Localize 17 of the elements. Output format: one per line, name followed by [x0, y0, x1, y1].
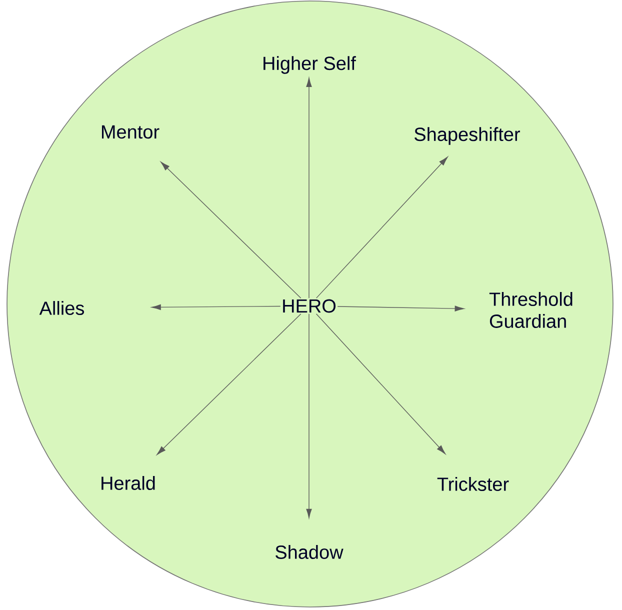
arrow — [160, 162, 302, 298]
arrow — [316, 314, 446, 454]
archetype-label: Shapeshifter — [414, 127, 520, 145]
arrow — [152, 304, 281, 310]
archetype-label: Shadow — [276, 545, 344, 559]
hero-label: HERO — [283, 299, 336, 313]
arrow — [337, 306, 464, 312]
archetype-label: Threshold Guardian — [489, 292, 572, 328]
arrow — [306, 314, 312, 518]
arrow — [316, 156, 448, 298]
archetype-label: Allies — [39, 301, 84, 315]
arrow — [156, 314, 302, 455]
archetype-label: Mentor — [102, 125, 160, 139]
archetype-label: Trickster — [437, 477, 509, 491]
archetype-label: Higher Self — [264, 56, 356, 74]
archetype-label: Herald — [102, 476, 155, 490]
arrow — [306, 78, 312, 298]
